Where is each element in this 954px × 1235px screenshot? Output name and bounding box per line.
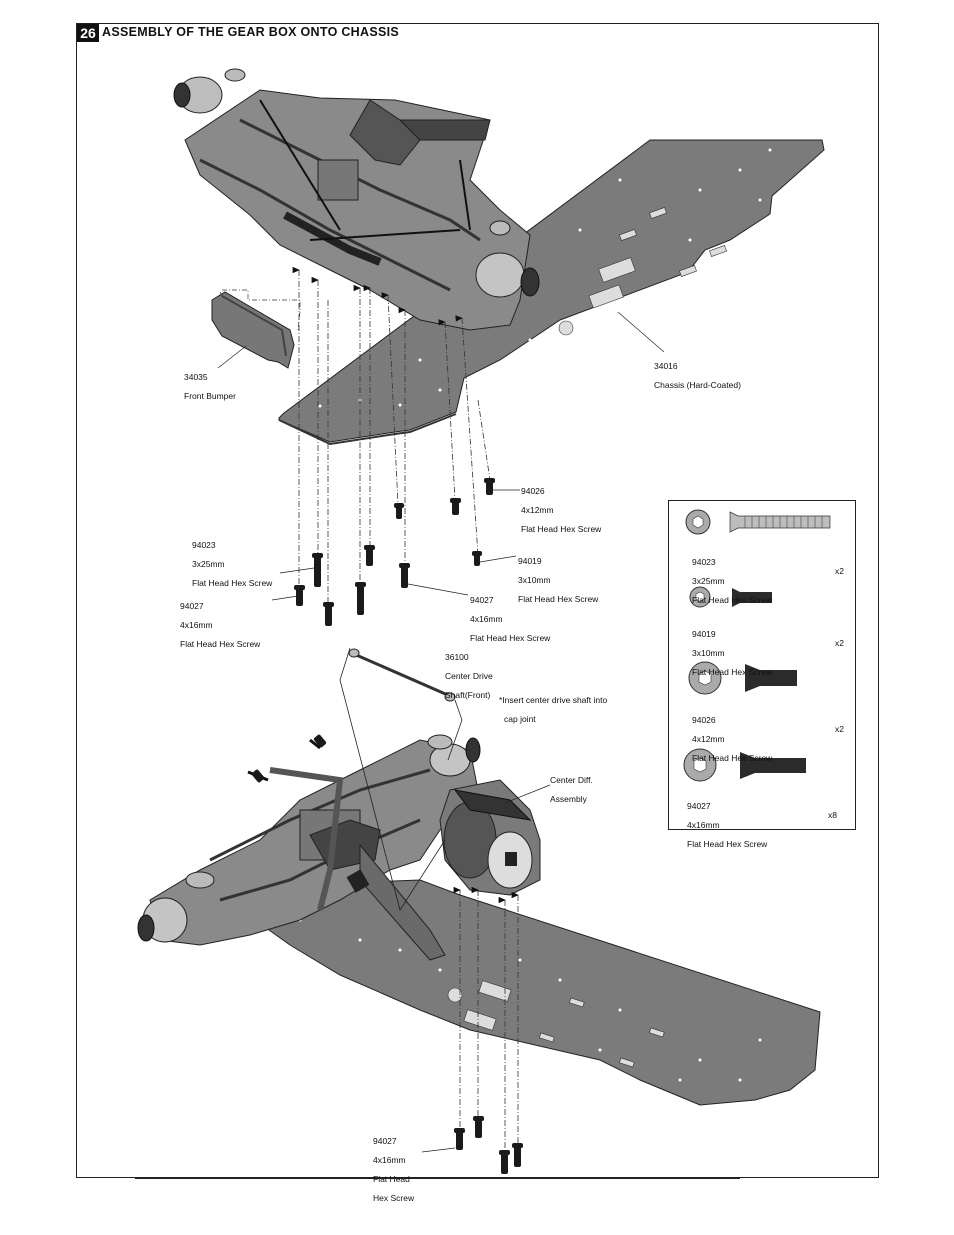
center-drive-shaft (339, 647, 551, 911)
part-number: 94027 (687, 800, 711, 811)
callout-screw-94019: 94019 3x10mm Flat Head Hex Screw (518, 547, 598, 614)
part-number: 94026 (521, 485, 545, 496)
part-number: 36100 (445, 651, 469, 662)
part-number: 94027 (373, 1135, 397, 1146)
parts-item: 94026 4x12mm Flat Head Hex Screw x2 (692, 706, 844, 782)
chassis-plate-bottom (228, 879, 821, 1106)
screw-guides-bottom (453, 886, 519, 1152)
step-number: 26 (77, 24, 99, 42)
part-name: Flat Head Hex Screw (687, 838, 768, 849)
callout-drive-shaft: 36100 Center Drive Shaft(Front) (445, 643, 493, 710)
center-diff-part (439, 779, 541, 896)
part-size: 4x16mm (180, 619, 213, 630)
part-name: Flat Head (373, 1174, 414, 1185)
part-name: Chassis (Hard-Coated) (654, 379, 741, 390)
part-name: Flat Head Hex Screw (192, 577, 273, 588)
part-size: 4x12mm (692, 733, 725, 744)
front-bumper-part (211, 289, 301, 369)
chassis-plate-top (278, 139, 825, 446)
front-gearbox-assembly (173, 68, 540, 331)
part-name: Flat Head Hex Screw (692, 666, 773, 677)
screw-guides-top (292, 266, 491, 603)
bottom-rule (135, 1178, 740, 1179)
part-size: 4x12mm (521, 504, 554, 515)
parts-item: 94023 3x25mm Flat Head Hex Screw x2 (692, 548, 844, 624)
parts-item: 94019 3x10mm Flat Head Hex Screw x2 (692, 620, 844, 696)
part-qty: x8 (828, 810, 837, 820)
part-number: 34016 (654, 360, 678, 371)
part-size: 4x16mm (687, 819, 720, 830)
part-qty: x2 (835, 566, 844, 576)
callout-chassis: 34016 Chassis (Hard-Coated) (654, 352, 741, 400)
part-size: 3x10mm (518, 574, 551, 585)
part-name: Flat Head Hex Screw (180, 638, 261, 649)
leader-lines-top (217, 311, 665, 601)
part-name: Flat Head Hex Screw (518, 593, 599, 604)
part-name: Center Drive (445, 670, 493, 681)
page-frame (76, 23, 879, 1178)
part-size: 3x10mm (692, 647, 725, 658)
part-size: 4x16mm (373, 1154, 406, 1165)
part-qty: x2 (835, 638, 844, 648)
note-line: *Insert center drive shaft into (499, 694, 608, 705)
leader-line-bottom (421, 1147, 456, 1153)
part-number: 94023 (192, 539, 216, 550)
part-number: 34035 (184, 371, 208, 382)
callout-center-diff: Center Diff. Assembly (550, 766, 593, 814)
part-name: Flat Head Hex Screw (692, 752, 773, 763)
part-name: Hex Screw (373, 1192, 415, 1203)
screws-top (294, 478, 495, 626)
part-name: Flat Head Hex Screw (470, 632, 551, 643)
rear-gearbox-assembly (137, 734, 481, 961)
part-number: 94023 (692, 556, 716, 567)
screws-bottom (251, 734, 523, 1174)
step-title: ASSEMBLY OF THE GEAR BOX ONTO CHASSIS (102, 25, 400, 39)
parts-box-icons (683, 509, 831, 782)
part-number: 94027 (180, 600, 204, 611)
callout-screw-94026: 94026 4x12mm Flat Head Hex Screw (521, 477, 601, 544)
part-number: 94019 (692, 628, 716, 639)
part-name: Center Diff. (550, 774, 593, 785)
part-number: 94019 (518, 555, 542, 566)
callout-front-bumper: 34035 Front Bumper (184, 363, 236, 411)
callout-screw-94023: 94023 3x25mm Flat Head Hex Screw (192, 531, 272, 598)
part-name: Shaft(Front) (445, 689, 491, 700)
callout-screw-94027-right: 94027 4x16mm Flat Head Hex Screw (470, 586, 550, 653)
part-name: Flat Head Hex Screw (521, 523, 602, 534)
part-name: Front Bumper (184, 390, 236, 401)
note-line: cap joint (504, 713, 536, 724)
part-name: Assembly (550, 793, 587, 804)
callout-screw-94027-bottom: 94027 4x16mm Flat Head Hex Screw (373, 1127, 414, 1213)
part-qty: x2 (835, 724, 844, 734)
part-size: 4x16mm (470, 613, 503, 624)
part-name: Flat Head Hex Screw (692, 594, 773, 605)
parts-item: 94027 4x16mm Flat Head Hex Screw x8 (687, 792, 837, 868)
part-size: 3x25mm (192, 558, 225, 569)
assembly-note: *Insert center drive shaft into cap join… (499, 686, 607, 734)
part-size: 3x25mm (692, 575, 725, 586)
part-number: 94026 (692, 714, 716, 725)
callout-screw-94027-left: 94027 4x16mm Flat Head Hex Screw (180, 592, 260, 659)
parts-list-box (668, 500, 856, 830)
part-number: 94027 (470, 594, 494, 605)
